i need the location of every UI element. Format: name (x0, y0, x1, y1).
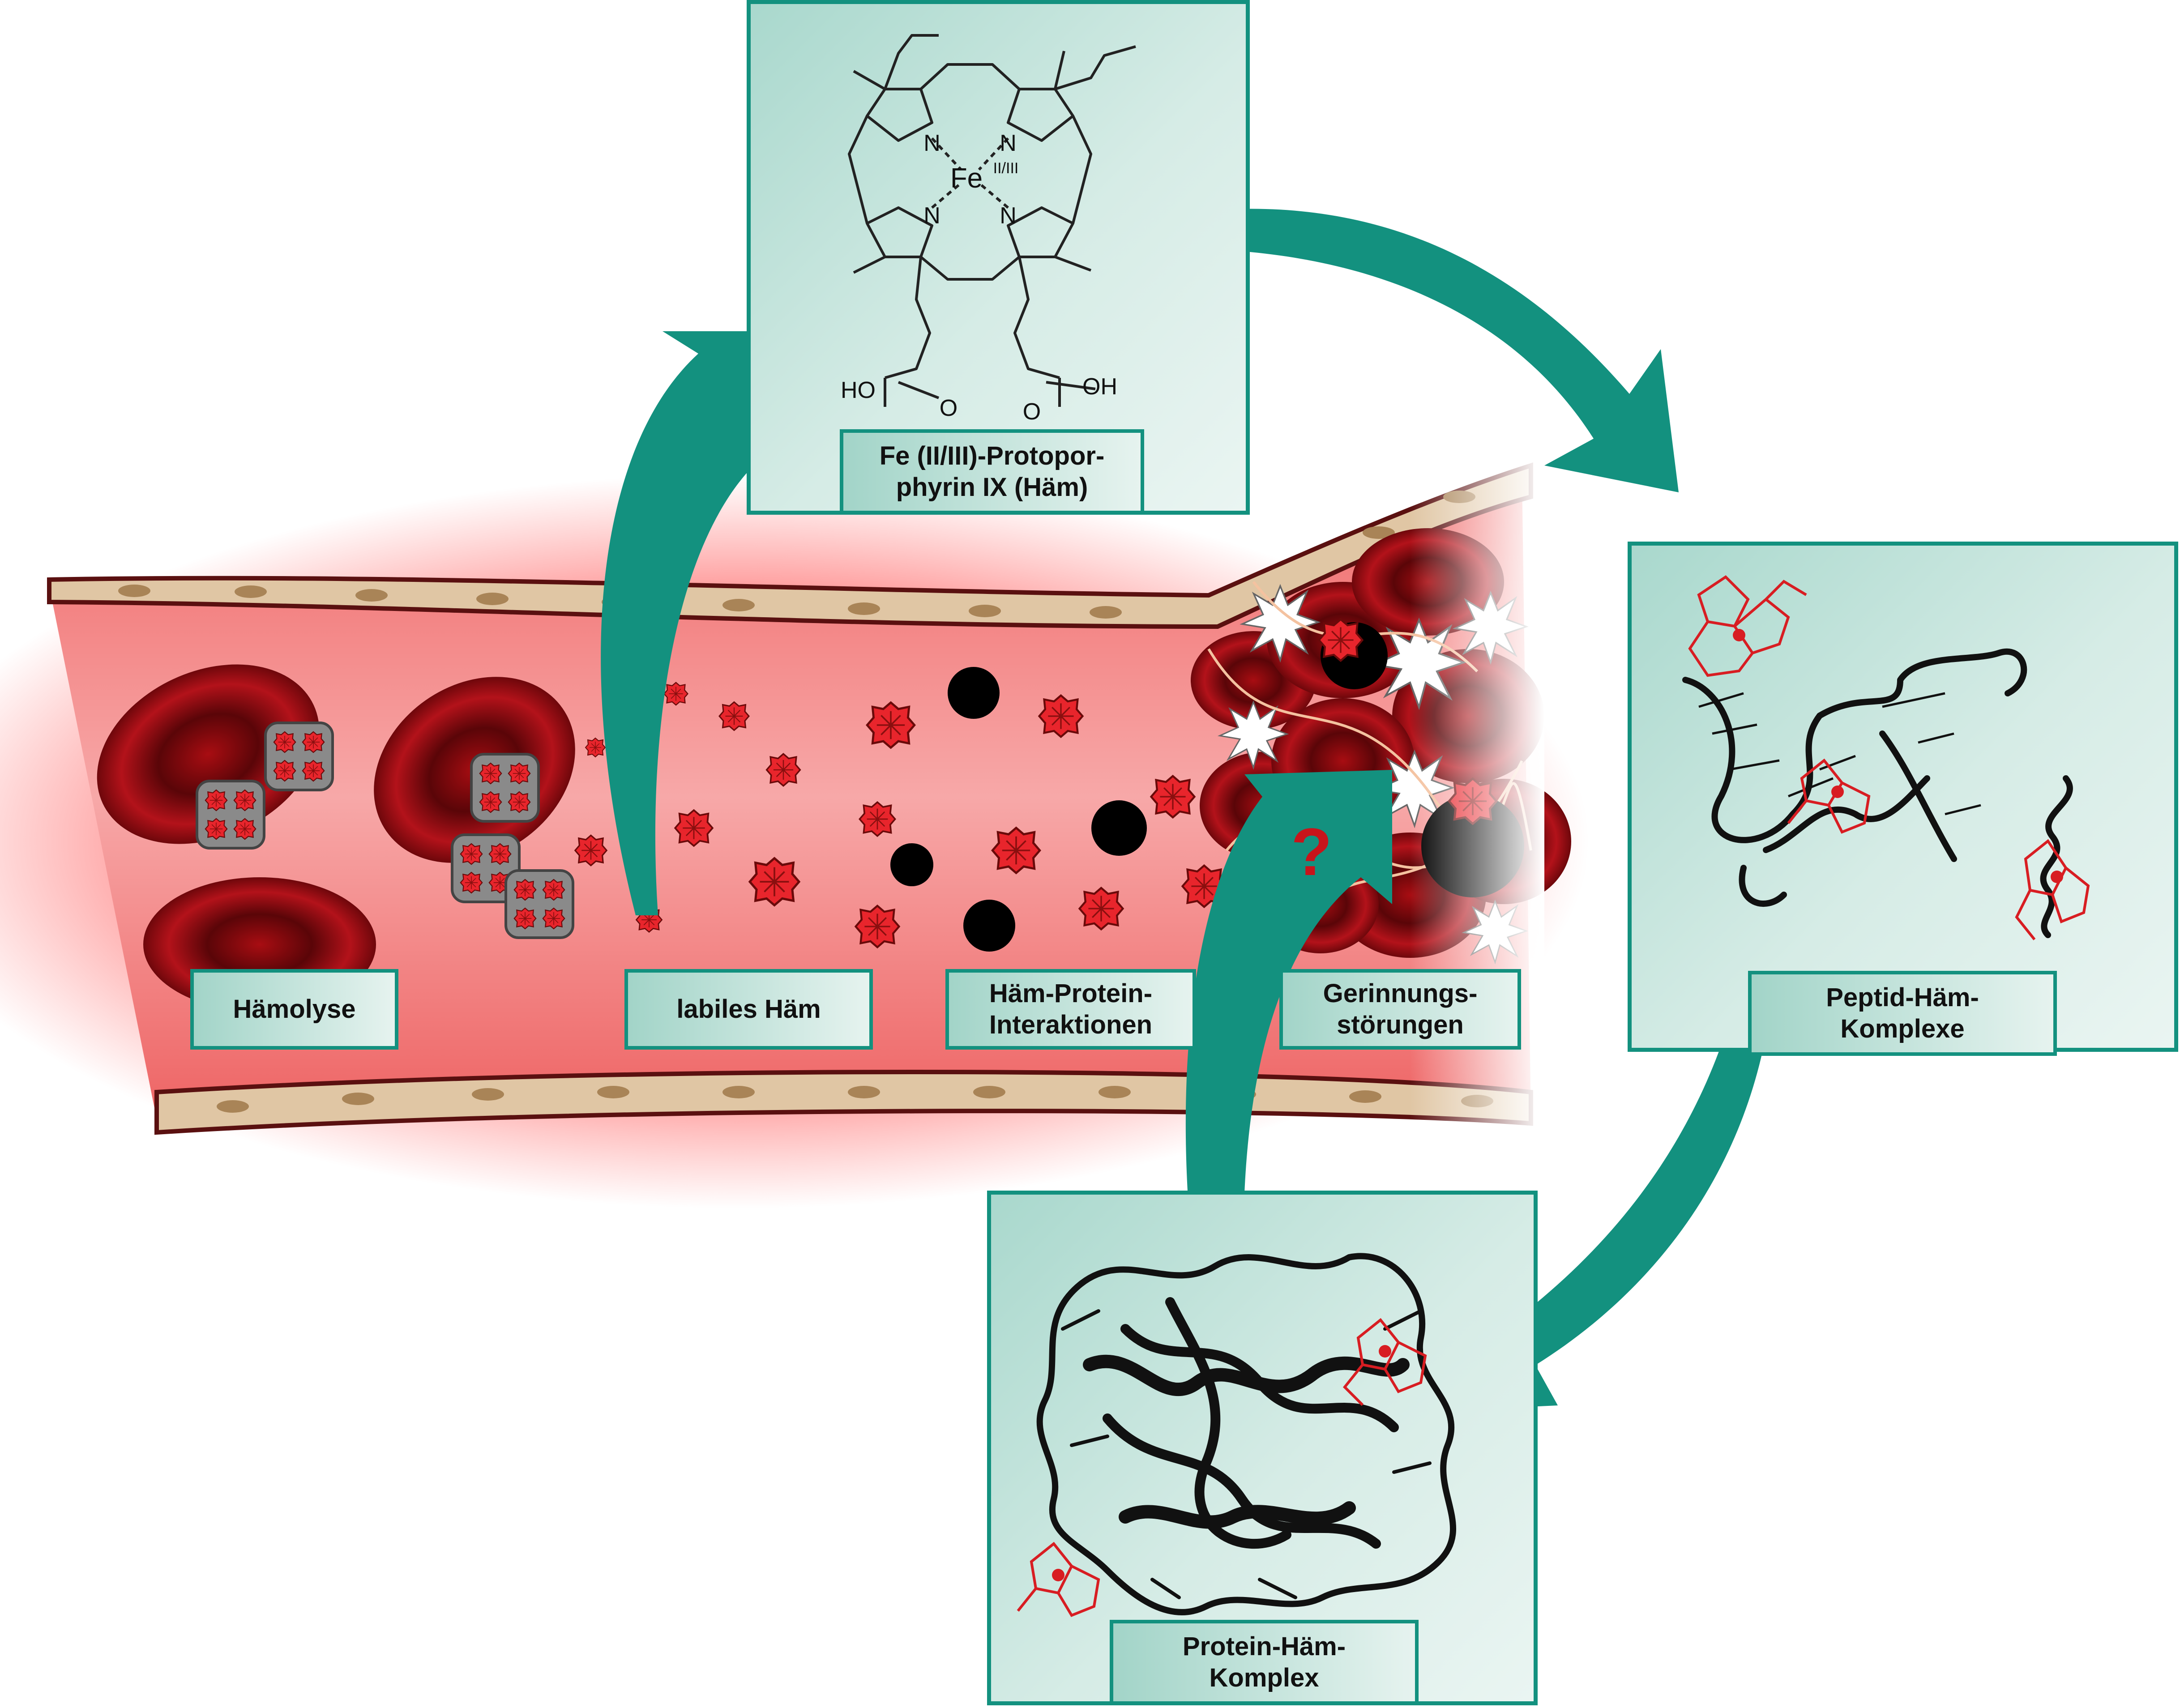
labile-heme-label: labiles Häm (624, 969, 873, 1050)
acid-left-o: O (940, 395, 957, 421)
atom-n-4: N (1000, 203, 1017, 229)
acid-right-oh: OH (1082, 374, 1117, 400)
question-mark: ? (1291, 814, 1332, 889)
protein-heme-panel: Protein-Häm- Komplex (987, 1191, 1538, 1705)
acid-left-ho: HO (841, 377, 876, 403)
heme-label: Fe (II/III)-Protopor- phyrin IX (Häm) (840, 429, 1144, 514)
protein-heme-label: Protein-Häm- Komplex (1110, 1620, 1419, 1705)
peptide-heme-panel: Peptid-Häm- Komplexe (1628, 542, 2178, 1056)
heme-protein-label: Häm-Protein- Interaktionen (945, 969, 1196, 1050)
atom-fe: Fe (950, 163, 983, 194)
acid-right-o: O (1023, 399, 1041, 425)
peptide-heme-label: Peptid-Häm- Komplexe (1748, 971, 2057, 1056)
hemolysis-label: Hämolyse (190, 969, 398, 1050)
fe-oxidation-state: II/III (993, 160, 1019, 177)
protein-structure-drawing (1017, 1253, 1457, 1617)
atom-n-1: N (923, 130, 940, 156)
heme-structure-panel: N N N N Fe II/III HO OH O O Fe (II/III)-… (747, 0, 1250, 515)
peptide-structure-drawing (1682, 575, 2090, 940)
heme-structure-drawing: N N N N Fe II/III HO OH O O (841, 34, 1136, 425)
coagulation-label: Gerinnungs- störungen (1279, 969, 1521, 1050)
atom-n-3: N (923, 203, 940, 229)
atom-n-2: N (1000, 130, 1017, 156)
